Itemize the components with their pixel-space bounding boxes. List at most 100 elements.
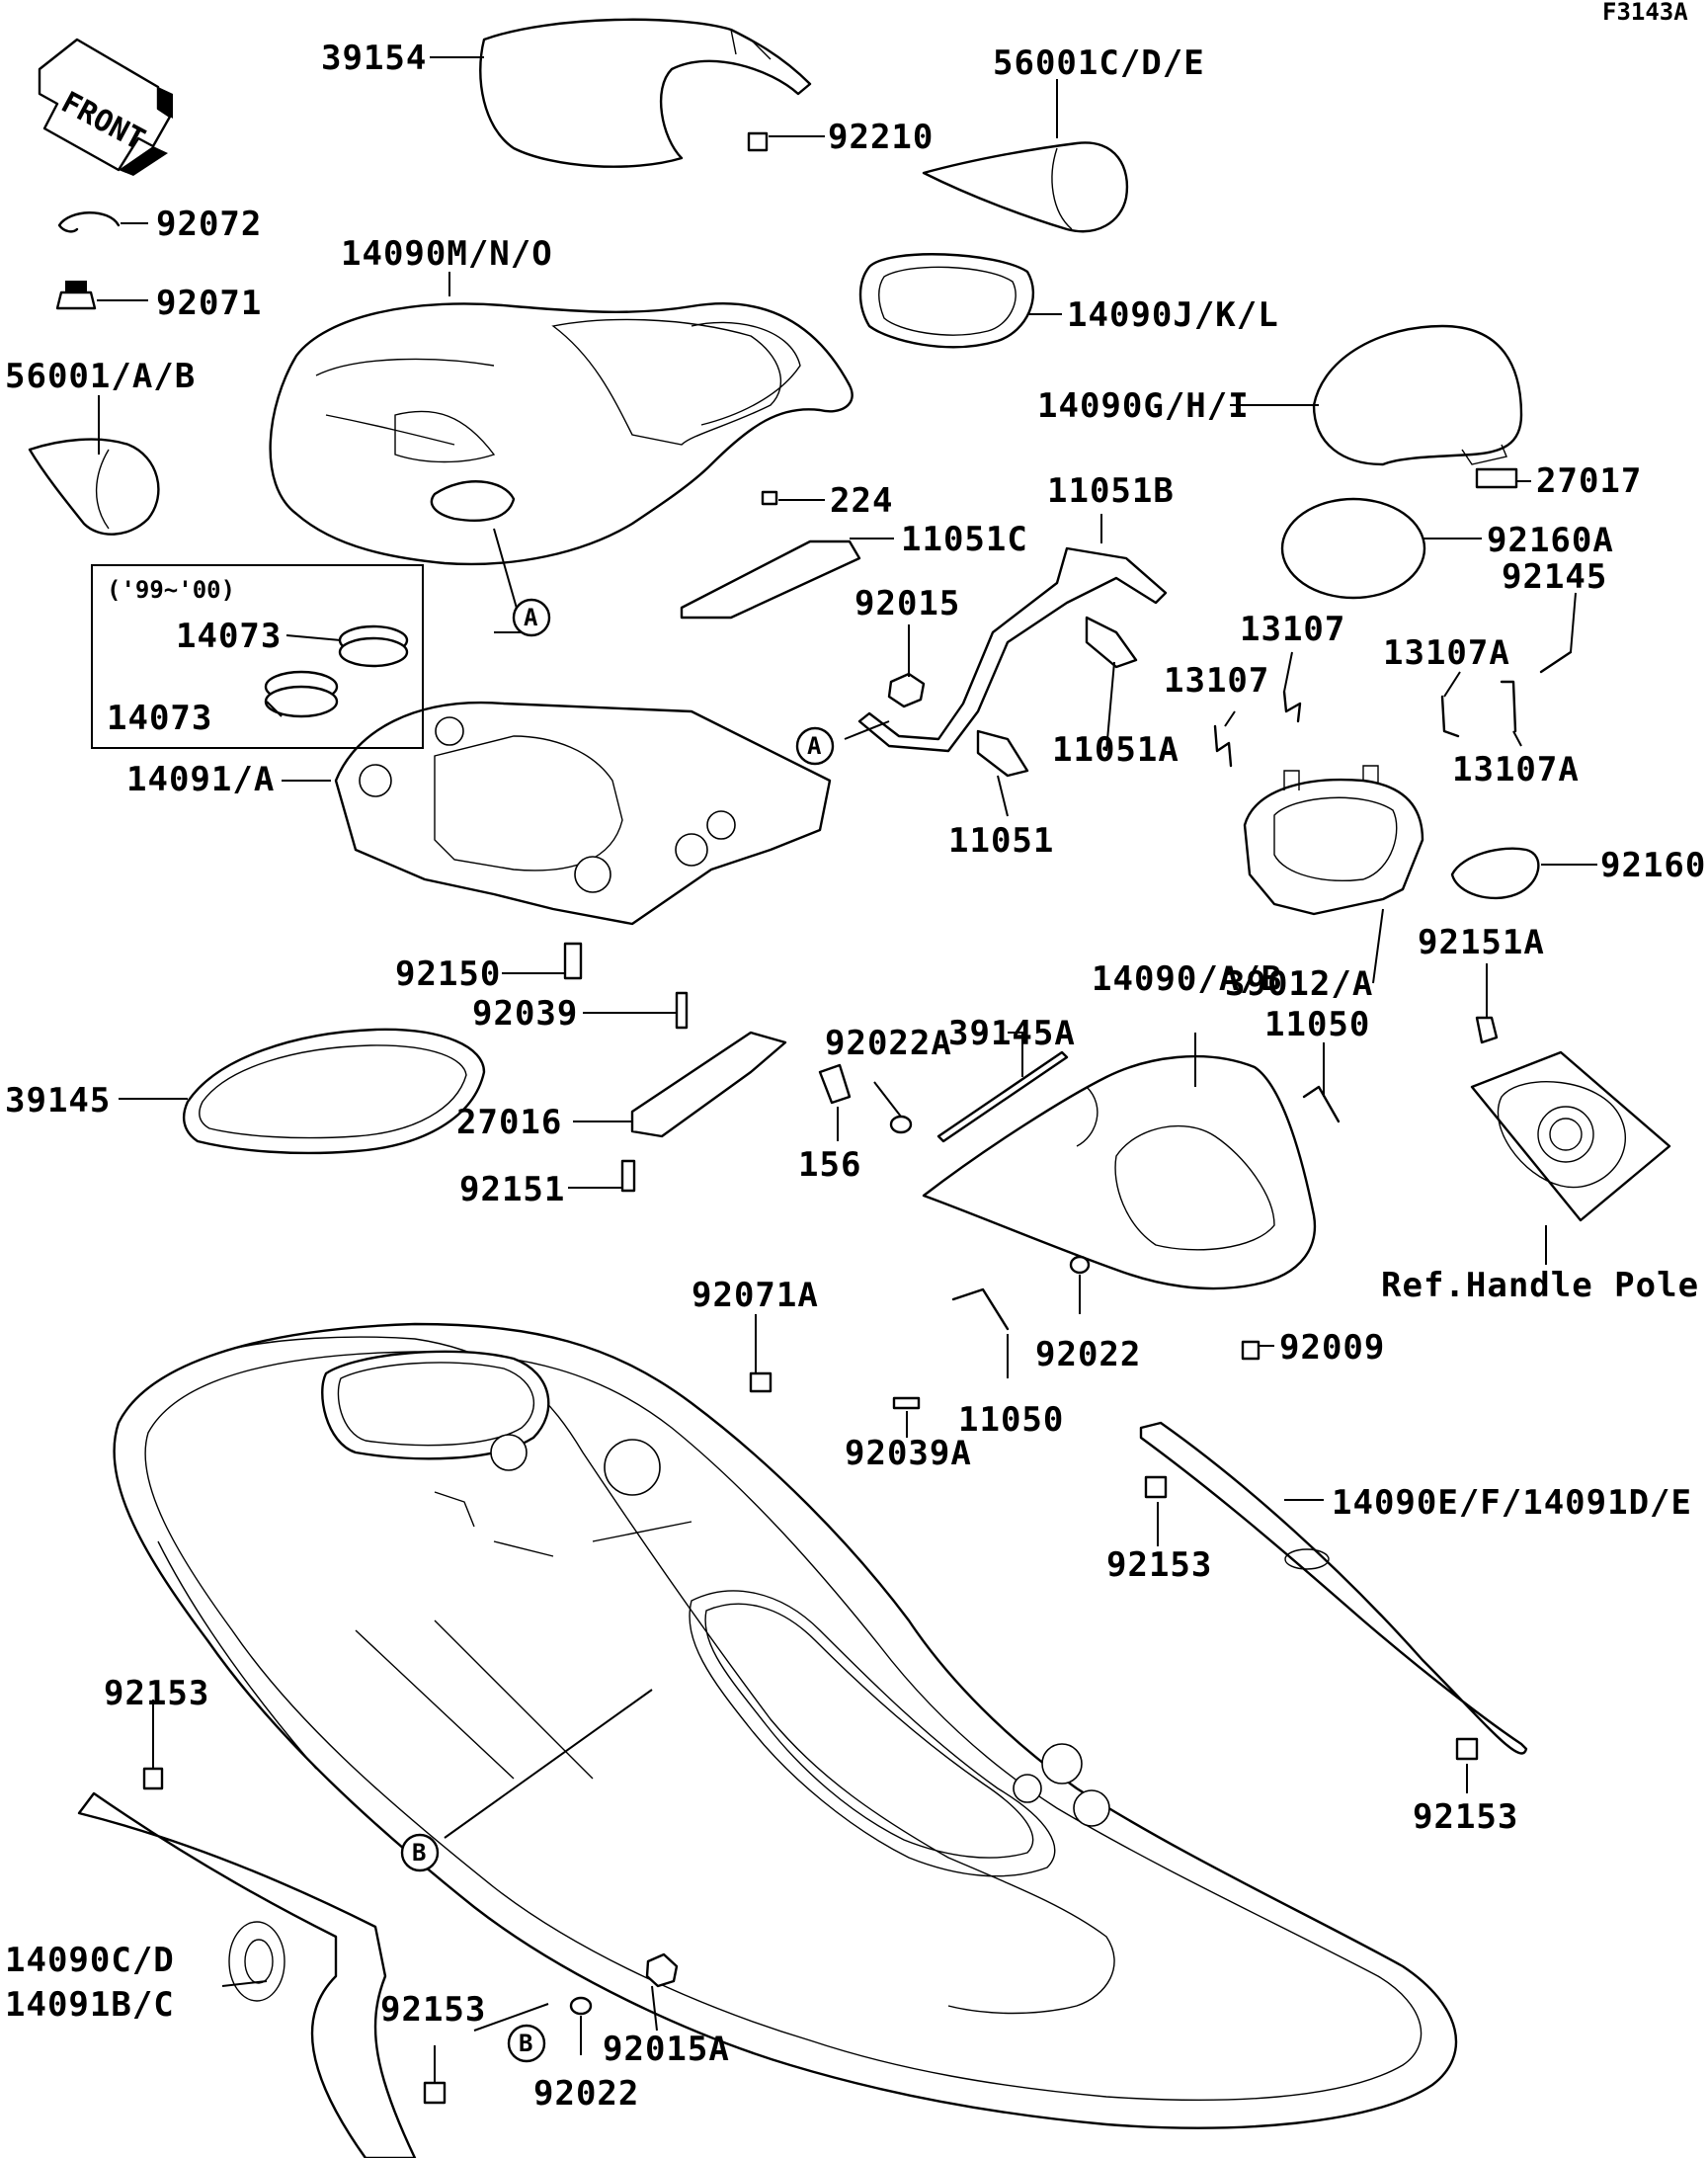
label-13107-b: 13107 bbox=[1164, 661, 1269, 701]
nut-92015-icon bbox=[887, 672, 926, 708]
label-14091a: 14091/A bbox=[126, 760, 275, 799]
screw-92153-right-icon bbox=[1144, 1475, 1168, 1499]
label-39145a: 39145A bbox=[948, 1014, 1076, 1053]
label-13107a-b: 13107A bbox=[1452, 750, 1580, 789]
label-27016: 27016 bbox=[456, 1103, 562, 1142]
label-39154: 39154 bbox=[321, 39, 427, 78]
label-92151a: 92151A bbox=[1418, 923, 1545, 962]
screw-92153-bottom-icon bbox=[423, 2081, 447, 2105]
tray-14090jkl-drawing bbox=[858, 253, 1035, 349]
pin-92145-icon bbox=[1539, 650, 1573, 674]
washer-92022-mid-icon bbox=[1069, 1255, 1091, 1275]
pin-92039-icon bbox=[675, 991, 689, 1030]
label-13107a-a: 13107A bbox=[1383, 633, 1510, 673]
figure-code: F3143A bbox=[1602, 0, 1688, 26]
label-92009: 92009 bbox=[1279, 1328, 1385, 1368]
label-14090cd: 14090C/D bbox=[5, 1941, 175, 1980]
label-92153-right: 92153 bbox=[1106, 1545, 1212, 1585]
svg-text:A: A bbox=[524, 604, 538, 631]
label-14090mno: 14090M/N/O bbox=[341, 234, 553, 274]
washer-92022-bottom-icon bbox=[569, 1996, 593, 2016]
spring-13107-b-icon bbox=[1282, 690, 1302, 723]
label-92072: 92072 bbox=[156, 205, 262, 244]
label-13107-a: 13107 bbox=[1240, 610, 1345, 649]
housing-39012a-drawing bbox=[1243, 765, 1424, 916]
callout-a-top: A bbox=[512, 598, 551, 637]
label-92153-bottom: 92153 bbox=[380, 1990, 486, 2030]
label-11050-bottom: 11050 bbox=[958, 1400, 1064, 1440]
label-56001ab: 56001/A/B bbox=[5, 357, 196, 396]
label-224: 224 bbox=[830, 481, 893, 521]
screw-92153-br-icon bbox=[1455, 1737, 1479, 1761]
clip-92071-icon bbox=[55, 281, 97, 310]
front-arrow-icon: FRONT bbox=[38, 38, 173, 176]
part-27017-drawing bbox=[1475, 467, 1518, 489]
pad-56001cde-drawing bbox=[922, 141, 1129, 233]
nut-92015a-icon bbox=[645, 1952, 679, 1988]
deck-hull-drawing bbox=[113, 1322, 1458, 2129]
label-14073-top: 14073 bbox=[176, 617, 282, 656]
screw-92153-left-icon bbox=[142, 1767, 164, 1790]
pin-13107a-a-icon bbox=[1440, 695, 1460, 738]
label-92160: 92160 bbox=[1600, 846, 1706, 885]
strip-39145a-drawing bbox=[936, 1050, 1069, 1143]
washer-92022a-icon bbox=[889, 1115, 913, 1134]
label-11051: 11051 bbox=[948, 821, 1054, 861]
lid-14090ghi-drawing bbox=[1312, 324, 1523, 466]
rail-14090cd-drawing bbox=[77, 1791, 417, 2158]
label-92150: 92150 bbox=[395, 954, 501, 994]
label-92071a: 92071A bbox=[691, 1276, 819, 1315]
label-92153-br: 92153 bbox=[1413, 1797, 1518, 1837]
label-92015a: 92015A bbox=[603, 2030, 730, 2069]
label-11051b: 11051B bbox=[1047, 471, 1175, 511]
label-156: 156 bbox=[798, 1145, 861, 1185]
clip-92210-icon bbox=[747, 131, 769, 152]
callout-a-bracket: A bbox=[795, 726, 835, 766]
svg-text:B: B bbox=[519, 2030, 532, 2057]
label-56001cde: 56001C/D/E bbox=[993, 43, 1205, 83]
seat-14090mno-drawing bbox=[269, 302, 854, 566]
bracket-11051b-drawing bbox=[857, 546, 1168, 753]
label-11051c: 11051C bbox=[901, 520, 1028, 559]
rail-14090ef-drawing bbox=[1139, 1421, 1528, 1755]
label-92145: 92145 bbox=[1502, 557, 1607, 597]
svg-text:A: A bbox=[807, 732, 822, 760]
label-92151: 92151 bbox=[459, 1170, 565, 1209]
label-92210: 92210 bbox=[828, 118, 934, 157]
bracket-27016-drawing bbox=[630, 1031, 787, 1138]
bolt-92151-icon bbox=[620, 1159, 636, 1193]
bolt-92150-icon bbox=[563, 942, 583, 980]
callout-b-deck: B bbox=[400, 1833, 440, 1872]
bolt-92151a-icon bbox=[1475, 1016, 1499, 1044]
callout-b-bottom: B bbox=[507, 2024, 546, 2063]
label-92022a: 92022A bbox=[825, 1024, 952, 1063]
label-11051a: 11051A bbox=[1052, 730, 1179, 770]
label-92039a: 92039A bbox=[845, 1434, 972, 1473]
bracket-11050-top-drawing bbox=[1302, 1085, 1341, 1123]
spring-13107-a-icon bbox=[1213, 724, 1233, 768]
svg-text:B: B bbox=[412, 1839, 426, 1867]
clip-11051a-drawing bbox=[1085, 616, 1138, 669]
bolt-224-icon bbox=[761, 490, 778, 506]
label-92153-left: 92153 bbox=[104, 1674, 209, 1713]
label-27017: 27017 bbox=[1536, 461, 1642, 501]
grommet-92071a-icon bbox=[749, 1371, 773, 1393]
label-92022-bottom: 92022 bbox=[533, 2074, 639, 2114]
cover-14090ab-drawing bbox=[922, 1054, 1317, 1290]
label-92071: 92071 bbox=[156, 284, 262, 323]
label-14073-bottom: 14073 bbox=[107, 699, 212, 738]
cover-92160-drawing bbox=[1450, 847, 1540, 900]
pin-13107a-b-icon bbox=[1500, 680, 1517, 733]
label-14090ab: 14090/A/B bbox=[1092, 959, 1282, 999]
part-labels: 39154 92210 56001C/D/E 92072 92071 14090… bbox=[5, 39, 1706, 2114]
gasket-92160a-drawing bbox=[1280, 497, 1426, 600]
label-14091bc: 14091B/C bbox=[5, 1985, 175, 2025]
label-year-range: ('99~'00) bbox=[107, 576, 235, 604]
bracket-11050-bottom-drawing bbox=[951, 1287, 1010, 1331]
label-ref-handle-pole: Ref.Handle Pole bbox=[1381, 1266, 1699, 1305]
pin-92039a-icon bbox=[892, 1396, 921, 1410]
tray-14091a-drawing bbox=[334, 701, 832, 926]
pad-56001ab-drawing bbox=[28, 438, 160, 536]
label-92015: 92015 bbox=[854, 584, 960, 623]
